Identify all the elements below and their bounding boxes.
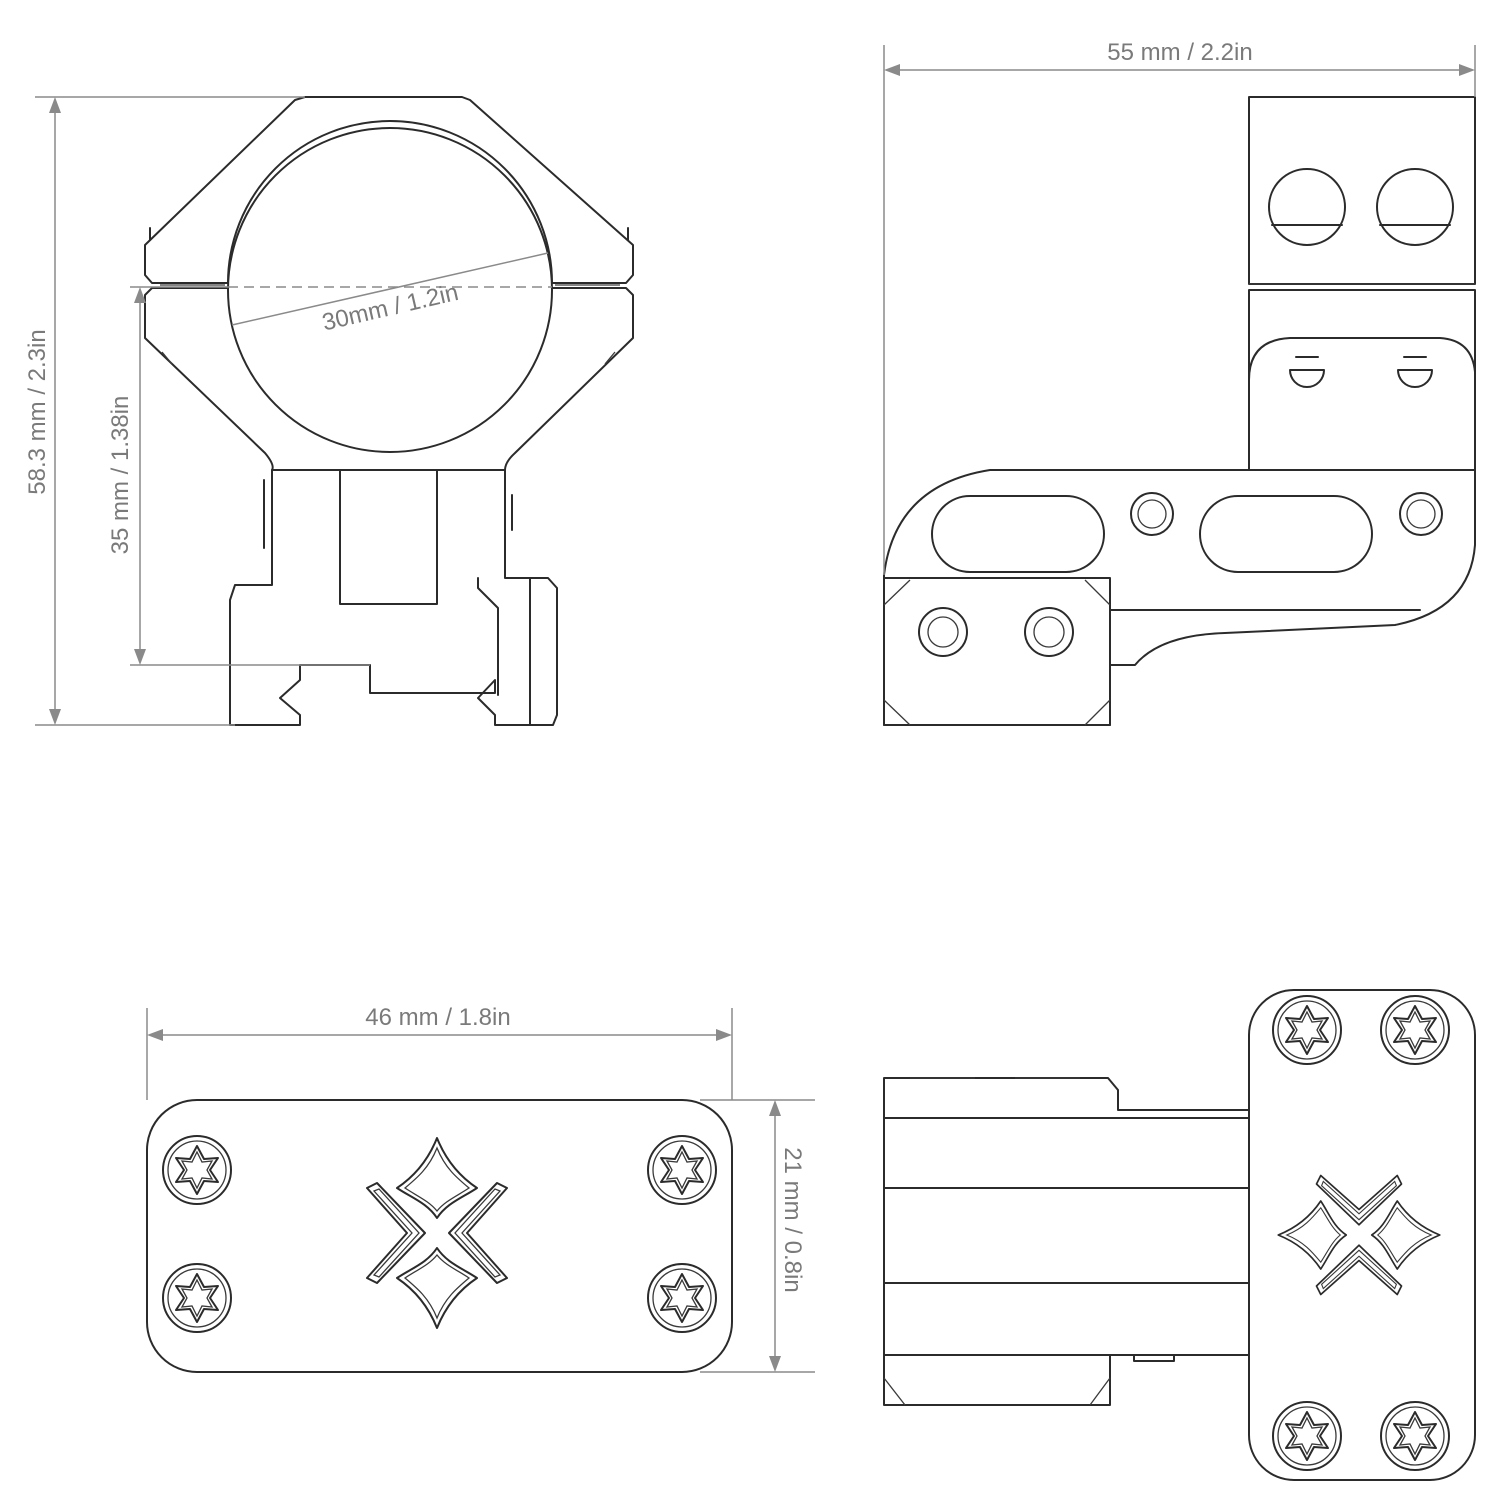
top-length-label: 46 mm / 1.8in bbox=[365, 1004, 510, 1031]
dimension-base-length bbox=[883, 45, 1476, 575]
side-view bbox=[883, 96, 1476, 726]
base-length-label: 55 mm / 2.2in bbox=[1107, 39, 1252, 66]
front-view bbox=[144, 96, 634, 726]
total-height-label: 58.3 mm / 2.3in bbox=[24, 329, 51, 494]
dimension-total-height bbox=[35, 96, 305, 726]
top-view-mount bbox=[883, 989, 1476, 1481]
dimension-center-height bbox=[130, 286, 370, 666]
top-view-ring bbox=[146, 1099, 733, 1373]
center-height-label: 35 mm / 1.38in bbox=[107, 396, 134, 555]
dimension-top-length bbox=[146, 1008, 733, 1100]
dimension-top-width bbox=[700, 1099, 815, 1373]
top-width-label: 21 mm / 0.8in bbox=[779, 1147, 806, 1292]
